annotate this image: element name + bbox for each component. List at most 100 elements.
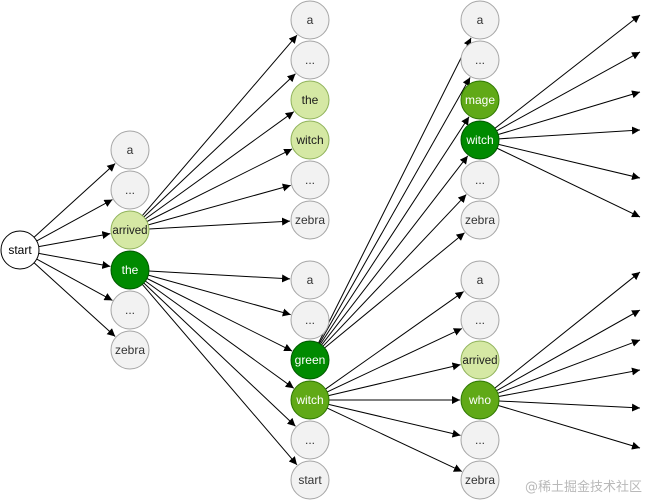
node-label: zebra — [465, 473, 495, 487]
node-l1-zebra: zebra — [110, 330, 150, 370]
node-l2l-witch: witch — [290, 380, 330, 420]
node-label: arrived — [462, 355, 497, 367]
edge-l2l_green-l3u_witch — [321, 155, 469, 346]
node-circle — [290, 120, 330, 160]
node-l2l-green: green — [290, 340, 330, 380]
node-l3l-arrived: arrived — [460, 340, 500, 380]
node-label: green — [295, 353, 326, 367]
node-circle — [290, 260, 330, 300]
node-circle — [110, 330, 150, 370]
node-label: a — [477, 273, 484, 287]
node-circle — [290, 80, 330, 120]
node-label: ... — [125, 303, 135, 317]
edges-layer — [33, 14, 641, 472]
node-label: ... — [475, 53, 485, 67]
node-l2u-zebra: zebra — [290, 200, 330, 240]
node-l3l-dots1: ... — [460, 300, 500, 340]
node-circle — [110, 210, 150, 250]
node-circle — [110, 250, 150, 290]
node-label: ... — [125, 183, 135, 197]
node-label: a — [307, 13, 314, 27]
edge-l1_the-l2l_witch — [145, 280, 295, 389]
edge-l2l_green-l3u_mage — [319, 116, 470, 345]
open-edge-l3u_witch-3 — [498, 126, 641, 140]
edge-l1_arrived-l2u_zebra — [148, 217, 291, 230]
edge-start-l1_a — [33, 163, 116, 238]
node-circle — [290, 460, 330, 500]
nodes-layer: starta...arrivedthe...zebraa...thewitch.… — [0, 0, 500, 500]
node-label: ... — [475, 313, 485, 327]
node-l2u-witch: witch — [290, 120, 330, 160]
edge-l2l_green-l3u_dots1 — [318, 77, 471, 344]
node-l1-the: the — [110, 250, 150, 290]
node-label: the — [122, 263, 139, 277]
node-label: start — [298, 473, 322, 487]
node-l1-dots2: ... — [110, 290, 150, 330]
node-circle — [460, 120, 500, 160]
node-circle — [290, 300, 330, 340]
node-label: zebra — [115, 343, 145, 357]
node-l2l-dots1: ... — [290, 300, 330, 340]
edge-l1_the-l2l_a — [148, 270, 291, 283]
watermark: @稀土掘金技术社区 — [524, 480, 642, 495]
edge-start-l1_dots2 — [36, 258, 113, 301]
node-circle — [460, 200, 500, 240]
node-label: zebra — [465, 213, 495, 227]
node-start: start — [0, 230, 40, 270]
edge-l1_the-l2l_dots2 — [143, 282, 296, 427]
node-circle — [460, 300, 500, 340]
node-circle — [460, 260, 500, 300]
edge-start-l1_zebra — [33, 262, 116, 337]
edge-l1_arrived-l2u_the — [145, 111, 295, 220]
node-l2l-start: start — [290, 460, 330, 500]
edge-l2l_witch-l3l_a — [325, 291, 464, 390]
node-label: ... — [305, 53, 315, 67]
node-l3l-a: a — [460, 260, 500, 300]
open-edge-l3u_witch-1 — [496, 51, 641, 132]
edge-l1_arrived-l2u_witch — [146, 148, 293, 222]
node-circle — [460, 0, 500, 40]
node-label: a — [127, 143, 134, 157]
node-l1-arrived: arrived — [110, 210, 150, 250]
open-edge-l3l_who-1 — [496, 309, 641, 392]
node-l2u-the: the — [290, 80, 330, 120]
edge-start-l1_dots1 — [36, 199, 113, 242]
edge-l1_the-l2l_green — [146, 278, 293, 352]
node-l3u-a: a — [460, 0, 500, 40]
edge-l2l_green-l3u_dots2 — [322, 194, 467, 347]
node-l3u-zebra: zebra — [460, 200, 500, 240]
node-circle — [290, 160, 330, 200]
node-label: ... — [305, 313, 315, 327]
open-edge-l3u_witch-0 — [494, 14, 641, 129]
edge-l1_arrived-l2u_dots2 — [148, 183, 291, 226]
node-label: who — [468, 393, 491, 407]
node-l2u-dots2: ... — [290, 160, 330, 200]
edge-l2l_witch-l3l_dots1 — [326, 328, 463, 393]
node-circle — [460, 40, 500, 80]
node-l3u-dots1: ... — [460, 40, 500, 80]
node-circle — [460, 460, 500, 500]
node-l2u-dots1: ... — [290, 40, 330, 80]
node-l3l-zebra: zebra — [460, 460, 500, 500]
node-circle — [0, 230, 40, 270]
node-l2l-dots2: ... — [290, 420, 330, 460]
node-l3u-witch: witch — [460, 120, 500, 160]
node-l2l-a: a — [290, 260, 330, 300]
edge-l1_arrived-l2u_dots1 — [143, 73, 296, 218]
open-edge-l3u_witch-4 — [498, 143, 641, 181]
edge-l1_the-l2l_start — [141, 284, 298, 466]
edge-l2l_witch-l3l_dots2 — [328, 403, 461, 438]
open-edge-l3l_who-0 — [494, 271, 641, 389]
node-circle — [460, 420, 500, 460]
node-l3l-dots2: ... — [460, 420, 500, 460]
node-label: ... — [475, 173, 485, 187]
edge-l2l_witch-l3l_arrived — [328, 362, 461, 397]
node-l2u-a: a — [290, 0, 330, 40]
node-circle — [290, 40, 330, 80]
node-circle — [460, 80, 500, 120]
node-circle — [460, 160, 500, 200]
node-label: witch — [465, 133, 493, 147]
node-circle — [460, 340, 500, 380]
edge-start-l1_arrived — [38, 231, 111, 248]
node-l1-a: a — [110, 130, 150, 170]
